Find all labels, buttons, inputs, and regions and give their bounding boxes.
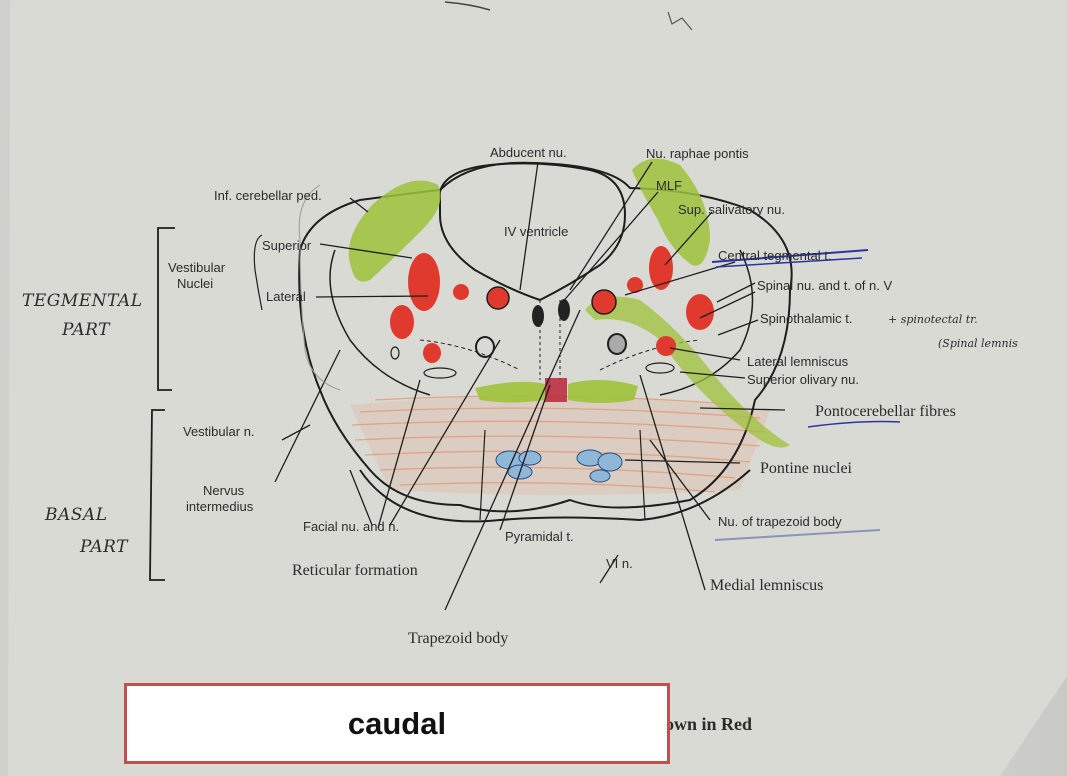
label-nuclei: Nuclei xyxy=(177,276,213,291)
label-lateral: Lateral xyxy=(266,289,306,304)
lateral-lemniscus-nucleus xyxy=(656,336,676,356)
hw-spinal-lemniscus: (Spinal lemnis xyxy=(938,337,1018,350)
spinal-nucleus-v xyxy=(686,294,714,330)
label-lateral-lemniscus: Lateral lemniscus xyxy=(747,354,849,369)
label-reticular-formation: Reticular formation xyxy=(292,562,418,579)
label-spinothalamic: Spinothalamic t. xyxy=(760,311,853,326)
label-sup-salivatory-nu: Sup. salivatory nu. xyxy=(678,202,785,217)
label-pyramidal: Pyramidal t. xyxy=(505,529,574,544)
label-nu-trapezoid-body: Nu. of trapezoid body xyxy=(718,514,842,529)
label-superior-olivary: Superior olivary nu. xyxy=(747,372,859,387)
label-nervus: Nervus xyxy=(203,483,245,498)
hw-spinotectal: + spinotectal tr. xyxy=(888,313,978,326)
right-abducent-nucleus xyxy=(592,290,616,314)
right-facial-circle xyxy=(608,334,626,354)
label-pontocerebellar: Pontocerebellar fibres xyxy=(815,403,956,420)
label-medial-lemniscus: Medial lemniscus xyxy=(710,577,823,594)
hw-tegmental-part: PART xyxy=(61,320,111,340)
mlf-left xyxy=(532,305,544,327)
sup-salivatory-nucleus xyxy=(649,246,673,290)
label-intermedius: intermedius xyxy=(186,499,254,514)
label-pontine-nuclei: Pontine nuclei xyxy=(760,460,853,477)
facial-nucleus xyxy=(423,343,441,363)
trapezoid-body xyxy=(568,380,638,403)
label-abducent-nu: Abducent nu. xyxy=(490,145,567,160)
answer-text: caudal xyxy=(348,706,446,742)
hw-basal-part: PART xyxy=(79,537,129,557)
label-iv-ventricle: IV ventricle xyxy=(504,224,568,239)
label-partial-caption: own in Red xyxy=(665,714,752,734)
label-trapezoid-body: Trapezoid body xyxy=(408,630,508,647)
vestibular-superior-nucleus xyxy=(408,253,440,311)
label-inf-cerebellar-ped: Inf. cerebellar ped. xyxy=(214,188,322,203)
label-vestibular-n: Vestibular n. xyxy=(183,424,255,439)
label-nu-raphae-pontis: Nu. raphae pontis xyxy=(646,146,749,161)
label-vi-n: VI n. xyxy=(606,556,633,571)
label-vestibular: Vestibular xyxy=(168,260,226,275)
hw-basal: BASAL xyxy=(44,505,107,525)
abducent-nucleus xyxy=(487,287,509,309)
label-facial-nu: Facial nu. and n. xyxy=(303,519,399,534)
label-central-tegmental: Central tegmental t. xyxy=(718,248,831,263)
label-superior: Superior xyxy=(262,238,312,253)
answer-box: caudal xyxy=(124,683,670,764)
label-mlf: MLF xyxy=(656,178,682,193)
vestibular-lateral-nucleus xyxy=(390,305,414,339)
fibres-fill xyxy=(350,396,770,495)
mlf-right xyxy=(558,299,570,321)
hw-tegmental: TEGMENTAL xyxy=(22,291,143,311)
vestibular-small-nucleus xyxy=(453,284,469,300)
label-spinal-nu-t-nv: Spinal nu. and t. of n. V xyxy=(757,278,892,293)
